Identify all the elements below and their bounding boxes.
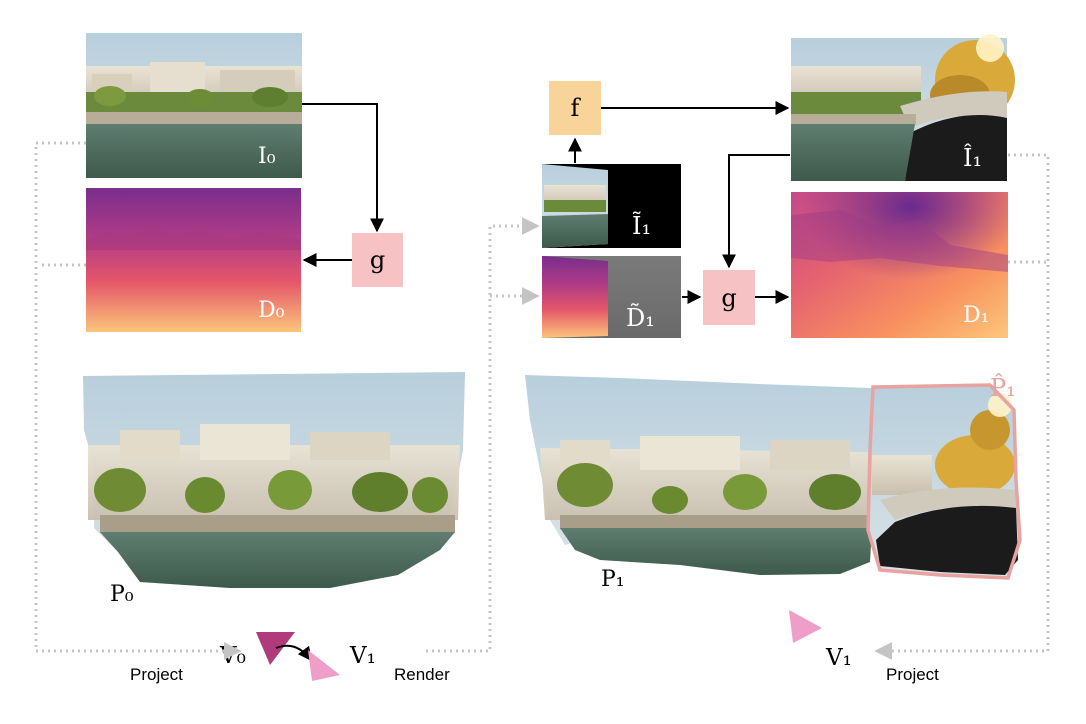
label-p1-hat: P̂₁ bbox=[990, 374, 1016, 402]
point-cloud-p1-hat bbox=[866, 383, 1022, 580]
label-v1-left: V₁ bbox=[349, 643, 376, 669]
arrow-i0-to-g bbox=[302, 103, 384, 233]
dotted-render-path bbox=[426, 217, 540, 653]
camera-v0-icon bbox=[256, 632, 295, 665]
depth-map-d0 bbox=[86, 188, 301, 332]
point-cloud-p0 bbox=[83, 372, 465, 588]
label-d1: D₁ bbox=[963, 303, 989, 328]
g-left-label: g bbox=[370, 246, 385, 274]
label-i1-hat: Î₁ bbox=[963, 143, 982, 172]
g-right-label: g bbox=[721, 284, 736, 312]
label-v0: V₀ bbox=[219, 643, 246, 669]
label-d1-tilde: D̃₁ bbox=[626, 304, 655, 332]
dotted-loop-right bbox=[874, 153, 1050, 660]
image-i0 bbox=[86, 33, 302, 178]
image-i1-hat bbox=[791, 34, 1015, 181]
caption-render: Render bbox=[394, 665, 450, 684]
g-right-box bbox=[703, 270, 755, 325]
dotted-loop-left bbox=[34, 141, 242, 660]
label-i0: I₀ bbox=[258, 144, 276, 169]
caption-project-left: Project bbox=[130, 665, 183, 684]
label-i1-tilde: Ĩ₁ bbox=[632, 211, 651, 240]
label-v1-right: V₁ bbox=[825, 645, 852, 671]
image-i1-tilde bbox=[542, 164, 681, 248]
f-label: f bbox=[571, 94, 582, 122]
label-p1: P₁ bbox=[601, 567, 625, 592]
depth-map-d1-tilde bbox=[542, 256, 681, 338]
camera-motion-arrow-icon bbox=[275, 644, 312, 662]
camera-v1-left-icon bbox=[308, 650, 340, 681]
depth-map-d1 bbox=[791, 192, 1008, 338]
caption-project-right: Project bbox=[886, 665, 939, 684]
f-box bbox=[549, 81, 601, 135]
arrow-ihat-to-g bbox=[722, 154, 790, 269]
label-d0: D₀ bbox=[258, 298, 285, 323]
label-p0: P₀ bbox=[110, 582, 134, 607]
point-cloud-p1 bbox=[525, 375, 880, 575]
g-left-box bbox=[352, 233, 403, 287]
camera-v1-right-icon bbox=[789, 610, 822, 643]
